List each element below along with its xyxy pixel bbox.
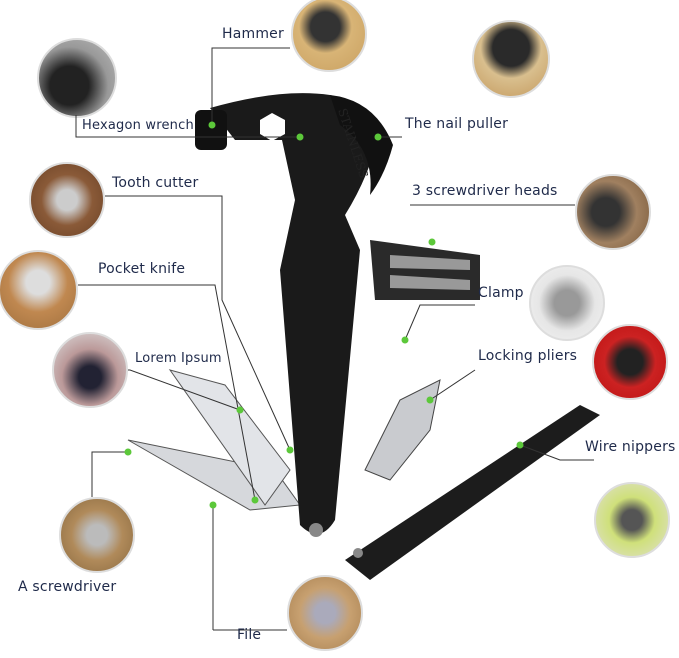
label-hexagon-wrench: Hexagon wrench (82, 118, 194, 133)
label-screwdriver-heads: 3 screwdriver heads (412, 183, 558, 199)
photo-hexagon-wrench (37, 38, 117, 118)
label-pocket-knife: Pocket knife (98, 261, 186, 277)
label-hammer: Hammer (222, 26, 284, 42)
label-screwdriver: A screwdriver (18, 579, 117, 595)
label-file: File (237, 627, 262, 643)
photo-screwdriver-heads (575, 174, 651, 250)
photo-tooth-cutter (29, 162, 105, 238)
multitool-illustration: STAINLESS (127, 93, 600, 580)
photo-pocket-knife (0, 250, 78, 330)
leader-lines (75, 47, 594, 631)
label-wire-nippers: Wire nippers (585, 439, 676, 455)
label-tooth-cutter: Tooth cutter (112, 175, 199, 191)
marker-dots (124, 121, 524, 509)
photo-file (287, 575, 363, 651)
photo-clamp (529, 265, 605, 341)
photo-lorem (52, 332, 128, 408)
photo-screwdriver (59, 497, 135, 573)
label-lorem: Lorem Ipsum (135, 351, 222, 366)
photo-nail-puller (472, 20, 550, 98)
label-clamp: Clamp (478, 285, 524, 301)
photo-wire-nippers (594, 482, 670, 558)
photo-locking-pliers (592, 324, 668, 400)
label-nail-puller: The nail puller (405, 116, 509, 132)
label-locking-pliers: Locking pliers (478, 348, 578, 364)
photo-hammer (291, 0, 367, 72)
